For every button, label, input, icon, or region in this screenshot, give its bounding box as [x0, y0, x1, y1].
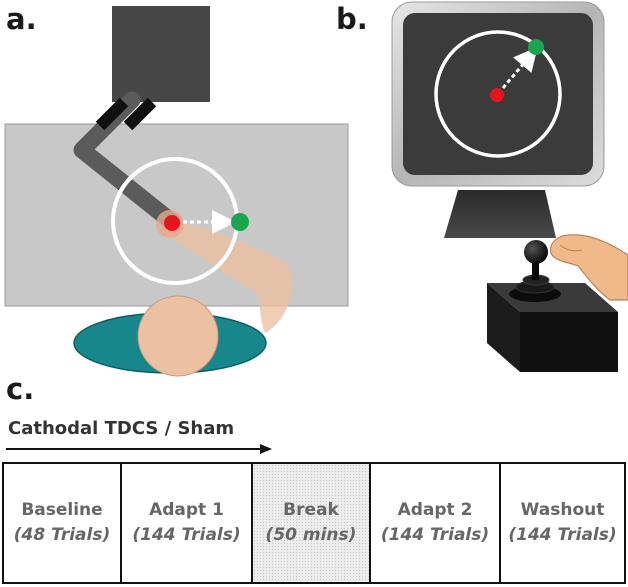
joystick-shaft [532, 262, 539, 280]
joystick-hand [549, 234, 628, 301]
stimulation-arrowhead [260, 444, 272, 454]
phase-duration: (50 mins) [265, 525, 357, 545]
phase-duration: (144 Trials) [132, 525, 241, 545]
joystick-box-side [520, 312, 618, 372]
stimulation-label: Cathodal TDCS / Sham [8, 418, 235, 439]
joystick-knob [524, 240, 548, 264]
panel-label-b: b. [336, 2, 368, 36]
screen-target-dot [528, 39, 544, 55]
phase-adapt-1: Adapt 1 (144 Trials) [122, 464, 253, 582]
phase-duration: (48 Trials) [13, 525, 111, 545]
phase-name: Adapt 2 [397, 500, 473, 521]
phase-table: Baseline (48 Trials) Adapt 1 (144 Trials… [2, 462, 626, 584]
panel-label-a: a. [6, 2, 37, 36]
robot-motor-box [112, 6, 210, 102]
panel-b-illustration [391, 1, 628, 372]
participant-arm [160, 222, 293, 333]
screen-start-dot [490, 88, 504, 102]
monitor-stand [444, 190, 556, 238]
panel-label-c: c. [6, 372, 35, 406]
phase-baseline: Baseline (48 Trials) [4, 464, 122, 582]
start-dot [164, 215, 180, 231]
phase-name: Washout [520, 500, 605, 521]
phase-name: Baseline [21, 500, 103, 521]
phase-adapt-2: Adapt 2 (144 Trials) [371, 464, 501, 582]
robot-link-shadow [123, 97, 157, 131]
phase-break: Break (50 mins) [253, 464, 371, 582]
phase-duration: (144 Trials) [508, 525, 617, 545]
target-dot [231, 213, 249, 231]
panel-a-illustration [4, 6, 349, 377]
phase-name: Adapt 1 [149, 500, 224, 521]
robot-link-shadow [95, 97, 129, 131]
phase-duration: (144 Trials) [380, 525, 490, 545]
phase-washout: Washout (144 Trials) [501, 464, 624, 582]
setup-illustration [4, 1, 628, 454]
joystick-box-front [487, 283, 520, 372]
screen-target-ring [434, 30, 562, 158]
joystick-finger [559, 244, 583, 252]
participant-head [137, 295, 219, 377]
phase-name: Break [283, 500, 339, 521]
